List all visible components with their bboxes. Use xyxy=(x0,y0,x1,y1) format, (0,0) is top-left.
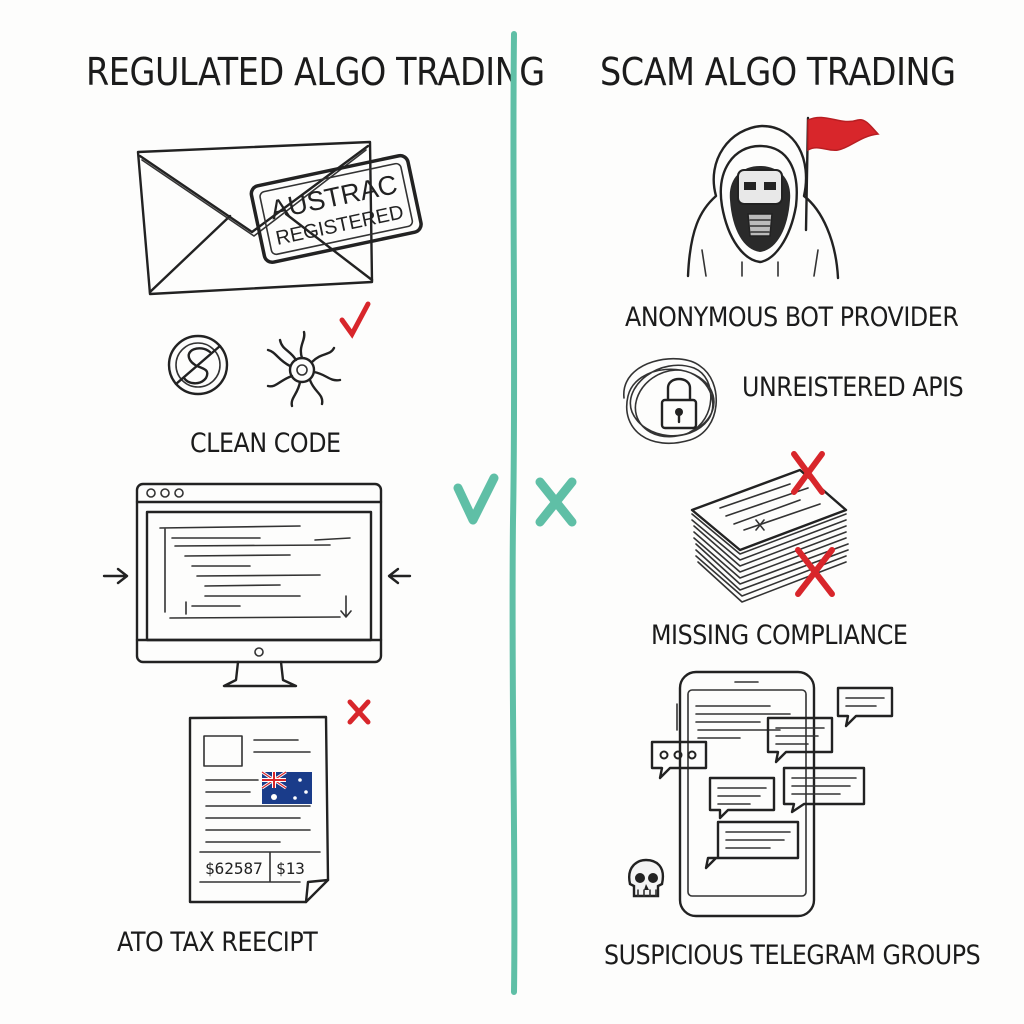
chat-bubble-icon xyxy=(782,766,866,814)
cross-icon xyxy=(791,451,825,495)
chat-bubble-icon xyxy=(766,716,834,764)
scribble-lock-icon xyxy=(623,357,718,445)
cross-icon xyxy=(535,477,577,527)
monitor-icon xyxy=(135,482,383,688)
flag-australia-icon xyxy=(261,770,312,804)
check-icon xyxy=(339,301,371,339)
anonymous-provider-caption: ANONYMOUS BOT PROVIDER xyxy=(625,302,959,333)
unregistered-apis-caption: UNREISTERED APIS xyxy=(742,372,964,403)
cross-icon xyxy=(347,699,371,725)
skull-icon xyxy=(628,858,665,898)
check-icon xyxy=(453,473,499,525)
arrow-right-icon xyxy=(102,567,129,585)
left-title: REGULATED ALGO TRADING xyxy=(86,50,545,94)
right-title: SCAM ALGO TRADING xyxy=(600,50,956,94)
receipt-amount1: $62587 xyxy=(205,859,263,878)
tax-receipt-caption: ATO TAX REECIPT xyxy=(117,927,318,958)
chat-bubble-icon xyxy=(836,686,894,728)
red-flag-icon xyxy=(804,116,880,232)
arrow-left-icon xyxy=(387,567,412,585)
telegram-groups-caption: SUSPICIOUS TELEGRAM GROUPS xyxy=(604,940,981,971)
paper-stack-icon xyxy=(690,468,849,603)
coin-icon xyxy=(167,334,229,396)
chat-bubble-icon xyxy=(650,740,708,780)
stamp-icon: AUSTRAC REGISTERED xyxy=(249,153,423,265)
receipt-icon: $62587 $13 xyxy=(188,715,330,904)
chat-bubble-icon xyxy=(704,820,800,870)
gear-icon xyxy=(266,330,342,408)
receipt-amount2: $13 xyxy=(276,859,305,878)
clean-code-caption: CLEAN CODE xyxy=(190,428,341,459)
missing-compliance-caption: MISSING COMPLIANCE xyxy=(651,620,908,651)
cross-icon xyxy=(795,547,835,597)
chat-bubble-icon xyxy=(708,776,776,820)
hooded-robot-icon xyxy=(686,124,840,280)
center-divider xyxy=(509,31,518,995)
